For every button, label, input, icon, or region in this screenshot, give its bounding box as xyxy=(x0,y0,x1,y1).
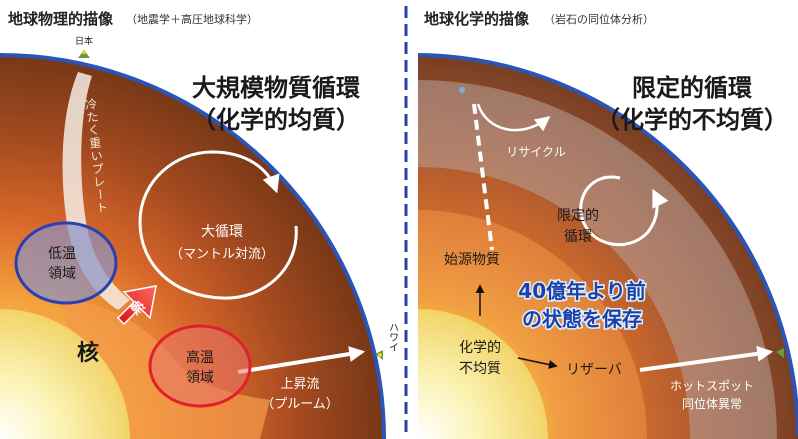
upflow-arrow xyxy=(237,346,366,374)
left-title-line2: （化学的均質） xyxy=(192,106,360,134)
lower-mantle-band xyxy=(418,210,647,439)
heterogeneity-label-line1: 化学的 xyxy=(459,340,501,356)
right-core xyxy=(418,309,548,439)
hotspot-label-line1: ホットスポット xyxy=(670,379,754,393)
recycle-label: リサイクル xyxy=(506,145,565,159)
limited-label-line1: 限定的 xyxy=(557,208,599,224)
left-crust xyxy=(0,53,386,439)
recycle-loop-arrow xyxy=(476,103,551,132)
left-core xyxy=(0,309,130,439)
circulation-arrow xyxy=(138,150,298,300)
left-heading: 地球物理的描像 xyxy=(8,10,114,28)
left-panel xyxy=(0,50,386,439)
cold-label-line2: 領域 xyxy=(48,265,76,282)
right-title-line2: （化学的不均質） xyxy=(596,106,788,134)
billion-label-line1: 40億年より前 xyxy=(518,279,645,303)
heat-arrow xyxy=(116,285,157,326)
hot-label-line2: 領域 xyxy=(186,369,214,386)
hot-region xyxy=(148,324,252,408)
primordial-label: 始源物質 xyxy=(444,252,500,268)
heterogeneity-label-line2: 不均質 xyxy=(459,361,501,377)
right-panel xyxy=(417,53,798,439)
hotspot-arrow xyxy=(639,345,774,372)
cold-region xyxy=(14,221,118,305)
upflow-label-line1: 上昇流 xyxy=(280,377,319,392)
left-title-line1: 大規模物質循環 xyxy=(192,74,361,102)
hawaii-label: ハワイ xyxy=(387,322,399,352)
right-top-marker xyxy=(459,87,465,93)
right-title-line1: 限定的循環 xyxy=(632,74,753,102)
reservoir-pointer xyxy=(517,357,558,369)
hot-label-line1: 高温 xyxy=(186,349,214,366)
upper-mantle-band xyxy=(418,80,777,439)
right-crust xyxy=(417,53,798,436)
downwelling-dashed xyxy=(472,103,494,251)
core-label: 核 xyxy=(77,340,99,366)
circulation-label-line1: 大循環 xyxy=(201,224,243,240)
left-subheading: （地震学＋高圧地球科学） xyxy=(126,12,258,26)
japan-marker-dot xyxy=(82,50,86,54)
billion-label-line2: の状態を保存 xyxy=(522,307,642,331)
hawaii-marker-dot xyxy=(378,353,382,357)
cold-label-line1: 低温 xyxy=(48,246,76,262)
limited-loop-arrow xyxy=(579,175,669,247)
reservoir-label: リザーバ xyxy=(566,362,622,378)
right-heading: 地球化学的描像 xyxy=(424,10,530,28)
japan-label: 日本 xyxy=(75,35,93,47)
right-subheading: （岩石の同位体分析） xyxy=(544,12,654,26)
hotspot-marker xyxy=(776,348,784,358)
limited-label-line2: 循環 xyxy=(564,229,592,245)
hotspot-label-line2: 同位体異常 xyxy=(682,396,742,411)
circulation-label-line2: （マントル対流） xyxy=(170,247,274,262)
upflow-label-line2: （プルーム） xyxy=(261,397,339,412)
